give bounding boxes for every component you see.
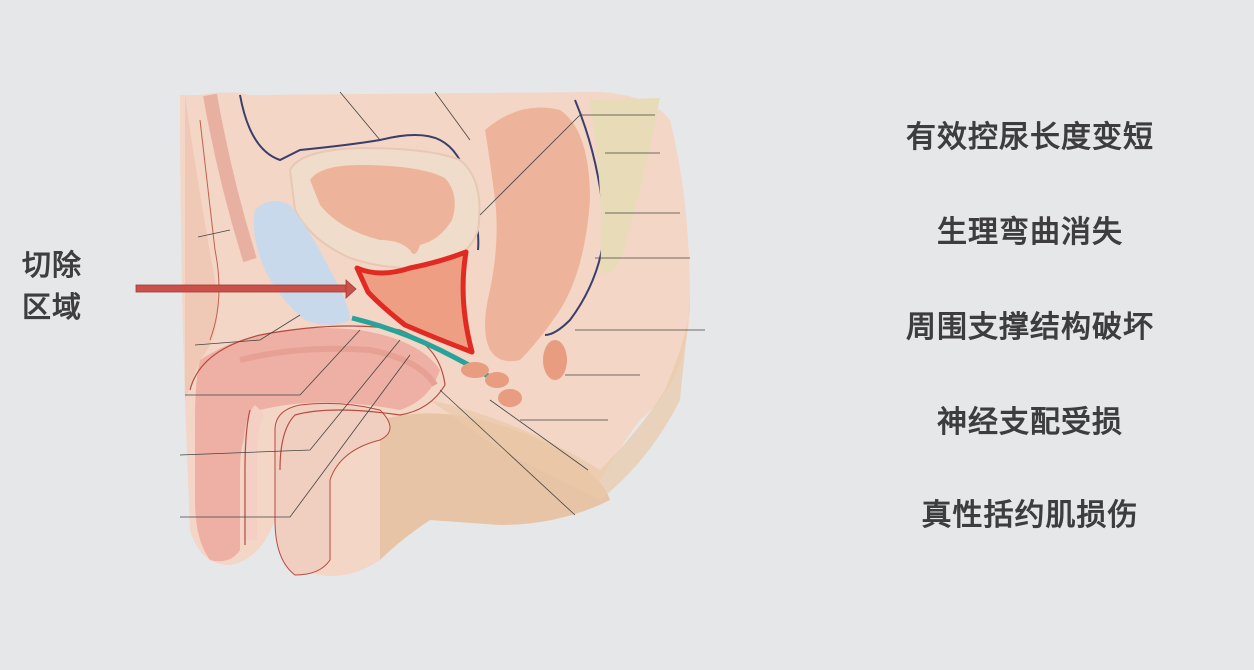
callout-arrow xyxy=(135,279,357,299)
consequence-item-1: 有效控尿长度变短 xyxy=(906,120,1154,155)
excision-region-highlight xyxy=(354,249,475,355)
callout-line-1: 切除 xyxy=(22,248,83,282)
penis xyxy=(195,328,440,562)
callout-line-2: 区域 xyxy=(22,290,83,324)
pubic-bone xyxy=(253,201,350,325)
excision-region-label: 切除 区域 xyxy=(22,244,82,328)
rectum xyxy=(485,107,590,362)
consequence-item-5: 真性括约肌损伤 xyxy=(921,498,1139,533)
scrotum xyxy=(274,402,391,576)
consequence-item-2: 生理弯曲消失 xyxy=(937,215,1123,250)
consequence-item-3: 周围支撑结构破坏 xyxy=(906,310,1154,345)
consequence-item-4: 神经支配受损 xyxy=(937,405,1123,440)
leader-lines xyxy=(179,91,705,518)
sacrum xyxy=(590,98,660,274)
